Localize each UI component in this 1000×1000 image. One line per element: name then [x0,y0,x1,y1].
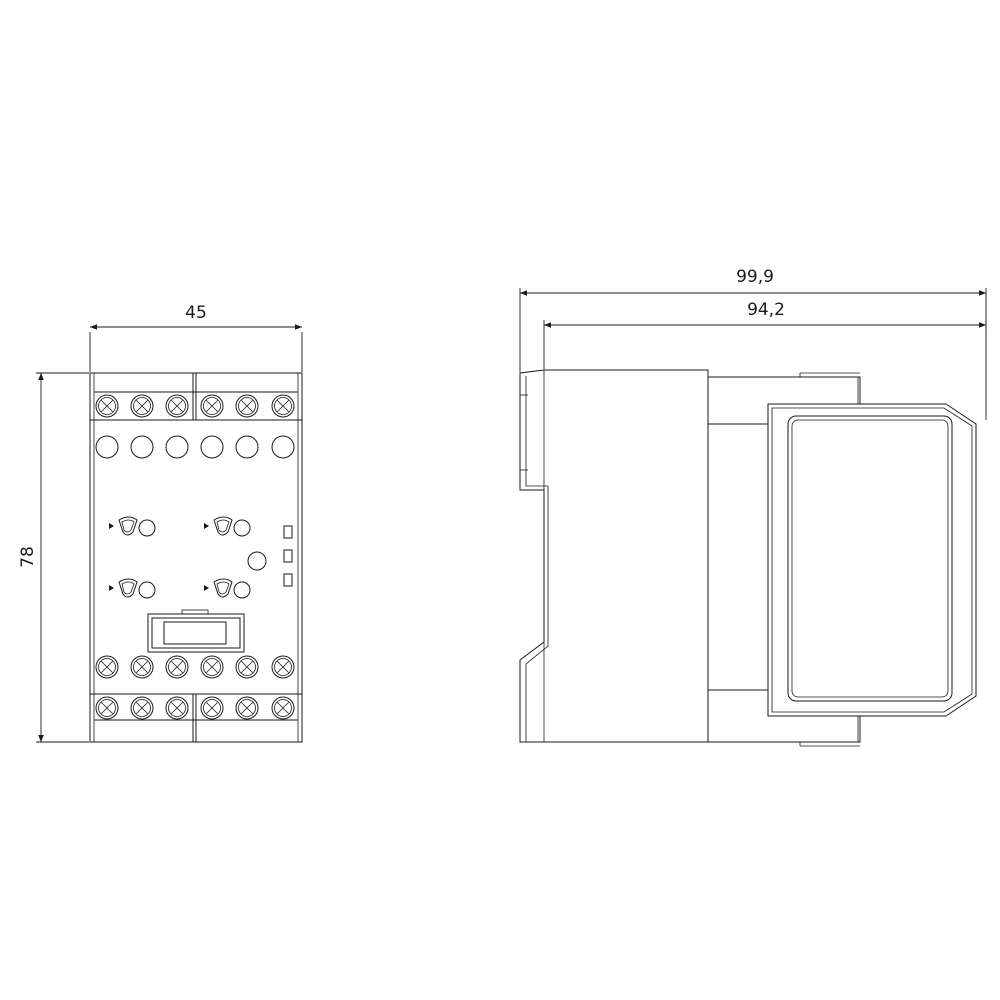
label-window [147,609,245,653]
led-indicator [109,516,156,537]
terminal-screw-icon [200,394,224,418]
terminal-screw-icon [200,655,224,679]
terminal-screw-icon [271,394,295,418]
total-depth-label: 99,9 [736,267,774,287]
side-body-outline [519,369,709,743]
front-width-dimension: 45 [89,303,303,372]
status-led [283,525,293,539]
body-depth-label: 94,2 [747,300,785,320]
terminal-screw-icon [271,696,295,720]
terminal-screw-icon [235,394,259,418]
terminal-opening [235,435,259,459]
terminal-screw-icon [95,696,119,720]
front-housing-outline [89,372,303,743]
width-dim-label: 45 [185,303,207,323]
side-view [519,369,977,747]
terminal-screw-icon [95,394,119,418]
top-terminal-screws [95,394,295,418]
indicator-group [109,516,251,599]
led-indicator [204,516,251,537]
terminal-screw-icon [130,394,154,418]
top-terminal-openings [95,435,295,459]
led-indicator [109,578,156,599]
terminal-screw-icon [165,394,189,418]
status-led [283,549,293,563]
terminal-opening [130,435,154,459]
terminal-screw-icon [130,696,154,720]
side-cover-outline [767,403,977,717]
led-indicator [204,578,251,599]
status-led [283,573,293,587]
terminal-opening [200,435,224,459]
side-body-depth-dimension: 94,2 [543,300,987,369]
front-view [89,372,303,743]
terminal-opening [95,435,119,459]
bottom-terminal-screws [95,696,295,720]
side-total-depth-dimension: 99,9 [519,267,987,420]
terminal-screw-icon [130,655,154,679]
terminal-screw-icon [271,655,295,679]
cover-window [787,415,953,702]
front-height-dimension: 78 [18,372,89,743]
height-dim-label: 78 [18,546,38,568]
terminal-screw-icon [165,655,189,679]
adjust-knob [247,551,267,571]
terminal-screw-icon [95,655,119,679]
terminal-opening [165,435,189,459]
terminal-screw-icon [200,696,224,720]
terminal-screw-icon [235,655,259,679]
terminal-screw-icon [235,696,259,720]
lower-terminal-screws [95,655,295,679]
terminal-opening [271,435,295,459]
terminal-screw-icon [165,696,189,720]
